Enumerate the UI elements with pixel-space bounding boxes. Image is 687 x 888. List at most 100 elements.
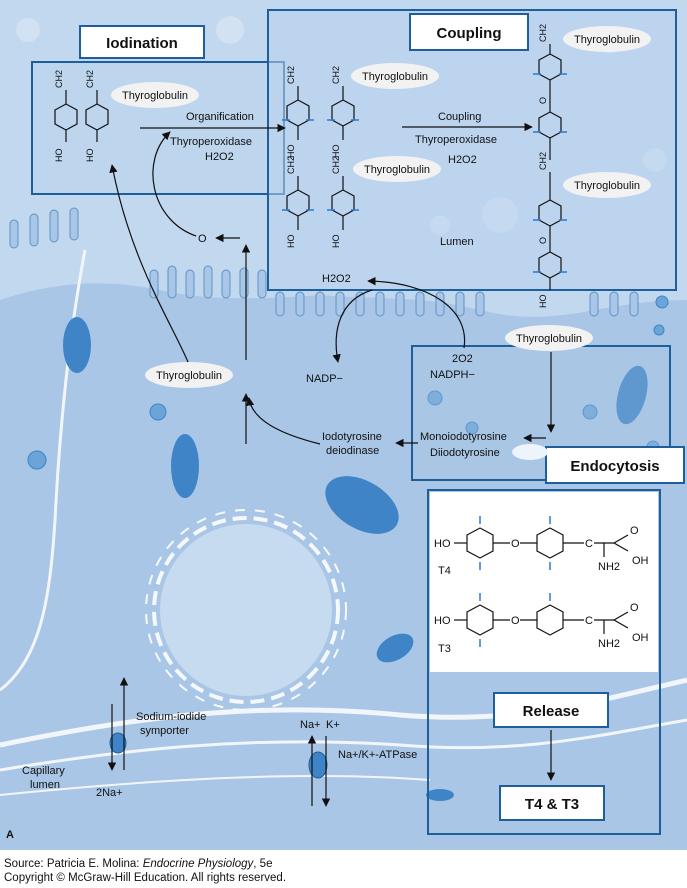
thyroperoxidase-label: Thyroperoxidase: [170, 136, 252, 148]
microvilli: [9, 207, 639, 317]
book-title: Endocrine Physiology: [142, 858, 254, 870]
t4-t3-structures: [454, 527, 629, 636]
coupling-header: Coupling: [437, 25, 502, 42]
iodide-to-organification-arrow: [152, 131, 197, 237]
na-label: Na+: [300, 719, 321, 731]
sodium-iodide-label: Sodium-iodide: [136, 711, 206, 723]
thyroglobulin-secretion-arrow: [109, 164, 189, 363]
endocytosis-header-box: [545, 446, 685, 484]
oh-label: OH: [632, 632, 649, 644]
thyroglobulin-label: Thyroglobulin: [362, 71, 428, 83]
t4-t3-iodine-marks: [479, 516, 551, 647]
ho-label: HO: [85, 149, 95, 163]
nh2-label: NH2: [598, 561, 620, 573]
iodine-label: O: [198, 233, 207, 245]
o-label: O: [630, 602, 639, 614]
h2o2-apical-label: H2O2: [322, 273, 351, 285]
release-header-box: [493, 692, 609, 728]
k-label: K+: [326, 719, 340, 731]
coupling-arrow-label: Coupling: [438, 111, 481, 123]
thyroglobulin-labels: Thyroglobulin Thyroglobulin Thyroglobuli…: [111, 26, 651, 388]
monoiodotyrosine-label: Monoiodotyrosine: [420, 431, 507, 443]
source-prefix: Source: Patricia E. Molina:: [4, 858, 143, 870]
oh-label: OH: [632, 555, 649, 567]
ch2-label: CH2: [54, 70, 64, 88]
ho-label: HO: [434, 538, 451, 550]
c-label: C: [585, 538, 593, 550]
copyright-text: Copyright © McGraw-Hill Education. All r…: [4, 872, 287, 884]
na-k-atpase: [308, 751, 328, 779]
deiodinase-label: deiodinase: [326, 445, 379, 457]
nh2-label: NH2: [598, 638, 620, 650]
thyroperoxidase-label-2: Thyroperoxidase: [415, 134, 497, 146]
hormone-structure-panel: [430, 492, 658, 672]
deiodinase-arrow: [245, 397, 321, 445]
iodotyrosine-label: Iodotyrosine: [322, 431, 382, 443]
figure-copyright: Copyright © McGraw-Hill Education. All r…: [4, 871, 286, 885]
two-na-label: 2Na+: [96, 787, 123, 799]
thyroid-hormone-synthesis-diagram: Iodination Coupling Endocytosis Release …: [0, 0, 687, 850]
o-label: O: [511, 615, 520, 627]
nuclear-envelope-outer: [145, 509, 347, 711]
iodine-marks: [282, 73, 567, 273]
ho-label: HO: [286, 145, 296, 159]
h2o2-label: H2O2: [205, 151, 234, 163]
capillary-lumen-label: lumen: [30, 779, 60, 791]
sodium-iodide-symporter: [109, 732, 127, 754]
atpase-label: Na+/K+-ATPase: [338, 749, 417, 761]
thyroglobulin-label: Thyroglobulin: [574, 180, 640, 192]
nadp-label: NADP−: [306, 373, 343, 385]
iodination-header: Iodination: [106, 35, 178, 52]
capillary-wall: [0, 718, 687, 772]
mit-dit-highlight: [512, 444, 548, 460]
ch2-label: CH2: [286, 66, 296, 84]
organelles: [63, 317, 648, 801]
panel-letter: A: [6, 829, 14, 841]
book-edition: , 5e: [253, 858, 273, 870]
release-header: Release: [523, 703, 580, 720]
release-box: [427, 489, 661, 835]
ho-label: HO: [538, 295, 548, 309]
nuclear-envelope: [152, 516, 340, 704]
o-label: O: [538, 97, 548, 104]
o-label: O: [511, 538, 520, 550]
capillary-label: Capillary: [22, 765, 65, 777]
figure-source: Source: Patricia E. Molina: Endocrine Ph…: [4, 857, 272, 871]
atom-labels: CH2 CH2 HO HO CH2 CH2 HO HO CH2 CH2 HO H…: [54, 24, 548, 308]
coupling-box: [267, 9, 677, 291]
endocytosis-header: Endocytosis: [570, 458, 659, 475]
h2o2-label-2: H2O2: [448, 154, 477, 166]
t4-label: T4: [438, 565, 451, 577]
nadph-label: NADPH−: [430, 369, 475, 381]
thyroglobulin-label: Thyroglobulin: [156, 370, 222, 382]
t3-label: T3: [438, 643, 451, 655]
c-label: C: [585, 615, 593, 627]
iodination-header-box: [79, 25, 205, 59]
two-o2-label: 2O2: [452, 353, 473, 365]
ch2-label: CH2: [331, 66, 341, 84]
nadp-arrow: [332, 289, 373, 363]
coupling-header-box: [409, 13, 529, 51]
t4-t3-atom-labels: HO O C NH2 O OH T4 HO O C NH2 O OH T3: [434, 525, 649, 655]
thyroglobulin-label: Thyroglobulin: [364, 164, 430, 176]
lumen-label: Lumen: [440, 236, 474, 248]
diiodotyrosine-label: Diiodotyrosine: [430, 447, 500, 459]
ho-label: HO: [331, 235, 341, 249]
ho-label: HO: [434, 615, 451, 627]
thyroglobulin-label: Thyroglobulin: [122, 90, 188, 102]
capillary-edge: [0, 774, 431, 796]
thyroglobulin-label: Thyroglobulin: [516, 333, 582, 345]
ch2-label: CH2: [286, 156, 296, 174]
ch2-label: CH2: [538, 152, 548, 170]
ho-label: HO: [286, 235, 296, 249]
organification-label: Organification: [186, 111, 254, 123]
thyroglobulin-label: Thyroglobulin: [574, 34, 640, 46]
ho-label: HO: [331, 145, 341, 159]
ch2-label: CH2: [538, 24, 548, 42]
t4t3-header: T4 & T3: [525, 796, 579, 813]
symporter-label: symporter: [140, 725, 189, 737]
nucleus: [160, 524, 332, 696]
ho-label: HO: [54, 149, 64, 163]
o-label: O: [630, 525, 639, 537]
o-label: O: [538, 237, 548, 244]
